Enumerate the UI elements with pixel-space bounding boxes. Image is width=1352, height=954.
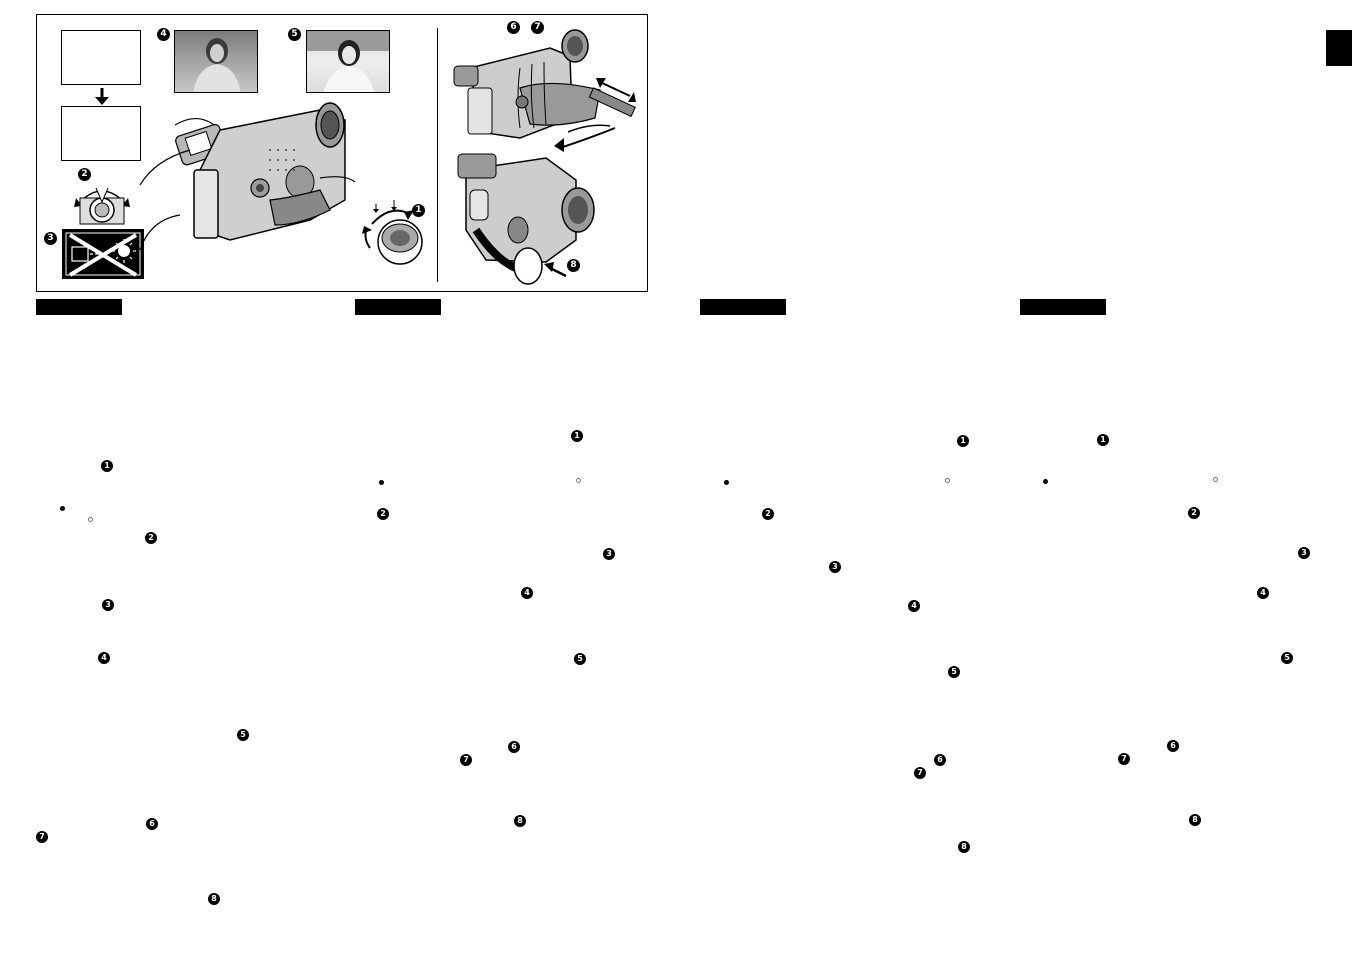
col2-marker-4: 4 (521, 587, 533, 599)
col1-marker-7: 7 (36, 831, 48, 843)
lens-ring-icon (362, 200, 423, 265)
col3-marker-3: 3 (829, 561, 841, 573)
col4-marker-6: 6 (1167, 740, 1179, 752)
col3-degree-mark (945, 478, 950, 483)
col4-marker-3: 3 (1298, 547, 1310, 559)
photo-dark (174, 30, 258, 93)
callout-2: 2 (78, 168, 91, 181)
col4-marker-1: 1 (1097, 434, 1109, 446)
col4-bullet (1043, 479, 1048, 484)
col1-marker-4: 4 (98, 652, 110, 664)
col3-marker-4: 4 (908, 600, 920, 612)
col1-marker-2: 2 (145, 532, 157, 544)
col4-marker-4: 4 (1257, 587, 1269, 599)
col1-marker-1: 1 (101, 460, 113, 472)
col2-marker-8: 8 (514, 815, 526, 827)
photo-bright (306, 30, 390, 93)
callout-3: 3 (44, 232, 57, 245)
page-edge-tab (1326, 30, 1352, 66)
col2-marker-7: 7 (460, 754, 472, 766)
blank-screen-bottom (61, 106, 141, 161)
col1-bullet (60, 506, 65, 511)
col2-degree-mark (576, 478, 581, 483)
language-bar-4 (1020, 299, 1106, 315)
grip-belt-icon (453, 29, 636, 152)
col2-marker-3: 3 (603, 548, 615, 560)
callout-1: 1 (412, 204, 425, 217)
callout-8: 8 (567, 259, 580, 272)
dial-icon (74, 187, 130, 225)
col2-marker-1: 1 (571, 430, 583, 442)
camcorder-icon (139, 102, 356, 251)
col1-marker-8: 8 (208, 893, 220, 905)
language-bar-1 (36, 299, 122, 315)
col3-marker-6: 6 (934, 754, 946, 766)
col2-marker-5: 5 (574, 653, 586, 665)
col4-degree-mark (1213, 477, 1218, 482)
col4-marker-7: 7 (1118, 753, 1130, 765)
col1-marker-3: 3 (102, 599, 114, 611)
lens-cap-icon (457, 153, 595, 285)
illustration-divider (437, 28, 438, 282)
callout-4: 4 (157, 28, 170, 41)
col3-marker-1: 1 (957, 435, 969, 447)
col3-marker-8: 8 (958, 841, 970, 853)
language-bar-3 (700, 299, 786, 315)
col2-bullet (379, 480, 384, 485)
col1-marker-5: 5 (237, 729, 249, 741)
col4-marker-2: 2 (1188, 507, 1200, 519)
col3-marker-5: 5 (948, 666, 960, 678)
no-sun-icon (62, 229, 144, 279)
callout-5: 5 (288, 28, 301, 41)
col1-marker-6: 6 (146, 818, 158, 830)
col3-marker-7: 7 (914, 767, 926, 779)
col2-marker-6: 6 (508, 741, 520, 753)
callout-6: 6 (507, 21, 520, 34)
col3-bullet (724, 480, 729, 485)
arrow-down-icon (95, 88, 109, 105)
blank-screen-top (61, 30, 141, 85)
language-bar-2 (355, 299, 441, 315)
col2-marker-2: 2 (377, 508, 389, 520)
col1-degree-mark (88, 517, 93, 522)
col3-marker-2: 2 (762, 508, 774, 520)
callout-7: 7 (531, 21, 544, 34)
col4-marker-8: 8 (1189, 814, 1201, 826)
col4-marker-5: 5 (1281, 652, 1293, 664)
